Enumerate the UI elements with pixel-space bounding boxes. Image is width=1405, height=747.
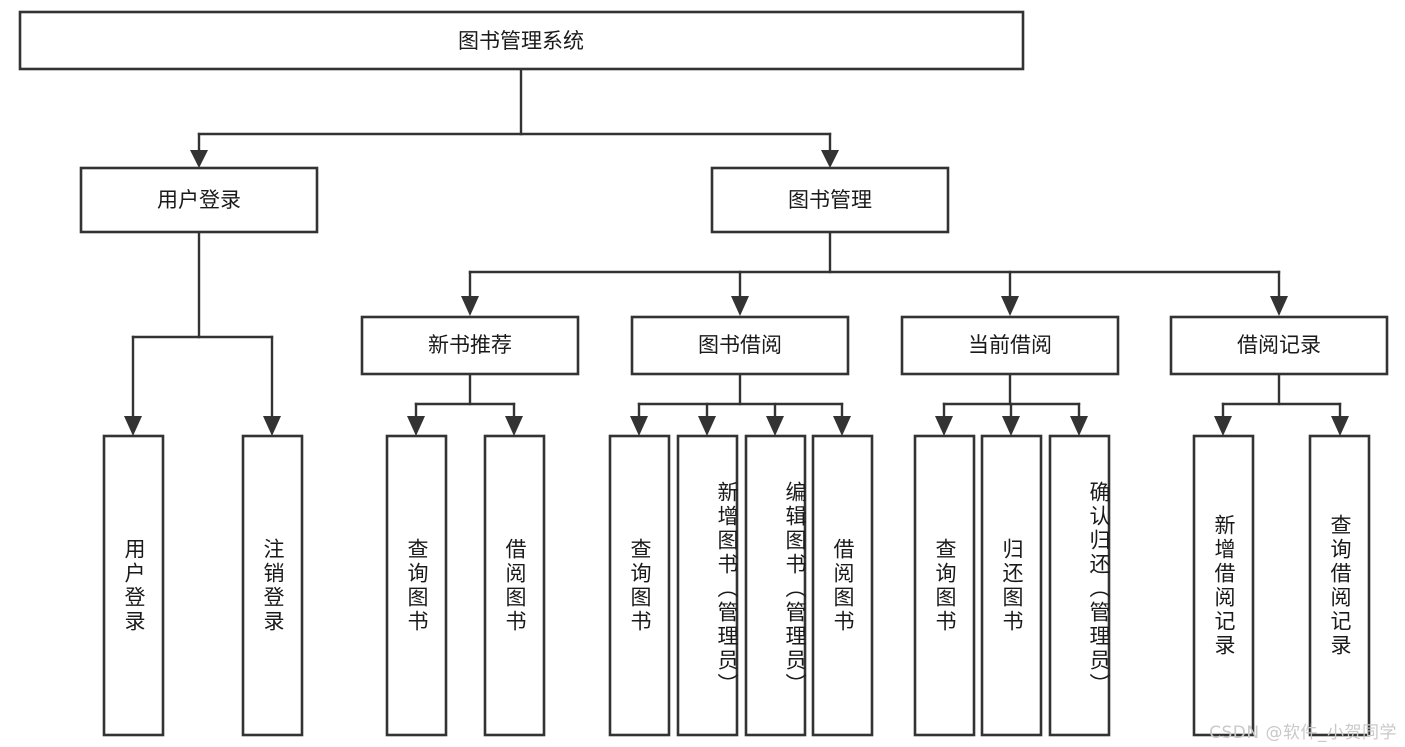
arrow-head-leaf-query-book-2 — [630, 416, 648, 436]
leaf-query-book-3[interactable] — [913, 434, 976, 737]
arrow-head-new-book-recommend — [461, 296, 479, 316]
node-borrow-record-box[interactable] — [1169, 315, 1389, 376]
leaf-edit-book[interactable] — [744, 434, 807, 737]
arrow-head-book-management — [821, 150, 839, 168]
node-user-login[interactable]: 用户登录 — [79, 166, 319, 234]
node-book-management-box[interactable] — [710, 166, 950, 234]
arrow-head-leaf-query-record — [1331, 416, 1349, 436]
leaf-user-login[interactable] — [102, 434, 165, 737]
node-current-borrow[interactable]: 当前借阅 — [900, 315, 1120, 376]
leaf-return-book[interactable] — [980, 434, 1043, 737]
arrow-head-leaf-query-book-3 — [935, 416, 953, 436]
node-book-borrow-label: 图书借阅 — [698, 333, 782, 357]
leaf-query-book-1[interactable] — [385, 434, 448, 737]
node-current-borrow-box[interactable] — [900, 315, 1120, 376]
arrow-head-leaf-logout-login — [263, 416, 281, 436]
leaf-query-book-2[interactable] — [608, 434, 671, 737]
node-new-book-recommend[interactable]: 新书推荐 — [360, 315, 580, 376]
arrow-head-user-login — [190, 150, 208, 168]
node-current-borrow-label: 当前借阅 — [968, 333, 1052, 357]
arrow-head-borrow-record — [1270, 296, 1288, 316]
leaf-add-record-box[interactable] — [1192, 434, 1255, 737]
leaf-borrow-book-1[interactable] — [483, 434, 546, 737]
node-new-book-recommend-label: 新书推荐 — [428, 333, 512, 357]
node-book-borrow[interactable]: 图书借阅 — [630, 315, 850, 376]
leaf-edit-book-box[interactable] — [744, 434, 807, 737]
leaf-borrow-book-1-box[interactable] — [483, 434, 546, 737]
arrow-head-leaf-edit-book — [766, 416, 784, 436]
leaf-confirm-return-box[interactable] — [1048, 434, 1111, 737]
leaf-query-book-2-box[interactable] — [608, 434, 671, 737]
arrow-head-book-borrow — [731, 296, 749, 316]
node-book-borrow-box[interactable] — [630, 315, 850, 376]
node-root[interactable]: 图书管理系统 — [18, 10, 1025, 71]
leaf-query-book-1-box[interactable] — [385, 434, 448, 737]
arrow-head-leaf-add-book — [698, 416, 716, 436]
leaf-add-book[interactable] — [676, 434, 739, 737]
leaf-query-book-3-box[interactable] — [913, 434, 976, 737]
arrow-head-leaf-query-book-1 — [407, 416, 425, 436]
node-root-box[interactable] — [18, 10, 1025, 71]
node-new-book-recommend-box[interactable] — [360, 315, 580, 376]
leaf-logout-login-box[interactable] — [241, 434, 304, 737]
node-book-management-label: 图书管理 — [788, 188, 872, 212]
leaf-borrow-book-2[interactable] — [811, 434, 874, 737]
node-book-management[interactable]: 图书管理 — [710, 166, 950, 234]
csdn-watermark: CSDN @软件_小贺同学 — [1209, 723, 1397, 743]
leaf-confirm-return[interactable] — [1048, 434, 1111, 737]
node-root-label: 图书管理系统 — [458, 29, 584, 53]
arrow-head-current-borrow — [1001, 296, 1019, 316]
arrow-head-leaf-user-login — [124, 416, 142, 436]
leaf-user-login-box[interactable] — [102, 434, 165, 737]
arrow-head-leaf-confirm-return — [1070, 416, 1088, 436]
leaf-return-book-box[interactable] — [980, 434, 1043, 737]
node-user-login-label: 用户登录 — [157, 188, 241, 212]
arrow-head-leaf-borrow-book-1 — [505, 416, 523, 436]
leaf-borrow-book-2-box[interactable] — [811, 434, 874, 737]
leaf-logout-login[interactable] — [241, 434, 304, 737]
arrow-head-leaf-borrow-book-2 — [833, 416, 851, 436]
leaf-query-record[interactable] — [1308, 434, 1371, 737]
leaf-query-record-box[interactable] — [1308, 434, 1371, 737]
arrow-head-leaf-add-record — [1214, 416, 1232, 436]
leaf-add-record[interactable] — [1192, 434, 1255, 737]
connector-group — [124, 67, 1349, 436]
node-borrow-record[interactable]: 借阅记录 — [1169, 315, 1389, 376]
node-user-login-box[interactable] — [79, 166, 319, 234]
node-borrow-record-label: 借阅记录 — [1237, 333, 1321, 357]
leaf-add-book-box[interactable] — [676, 434, 739, 737]
arrow-head-leaf-return-book — [1002, 416, 1020, 436]
